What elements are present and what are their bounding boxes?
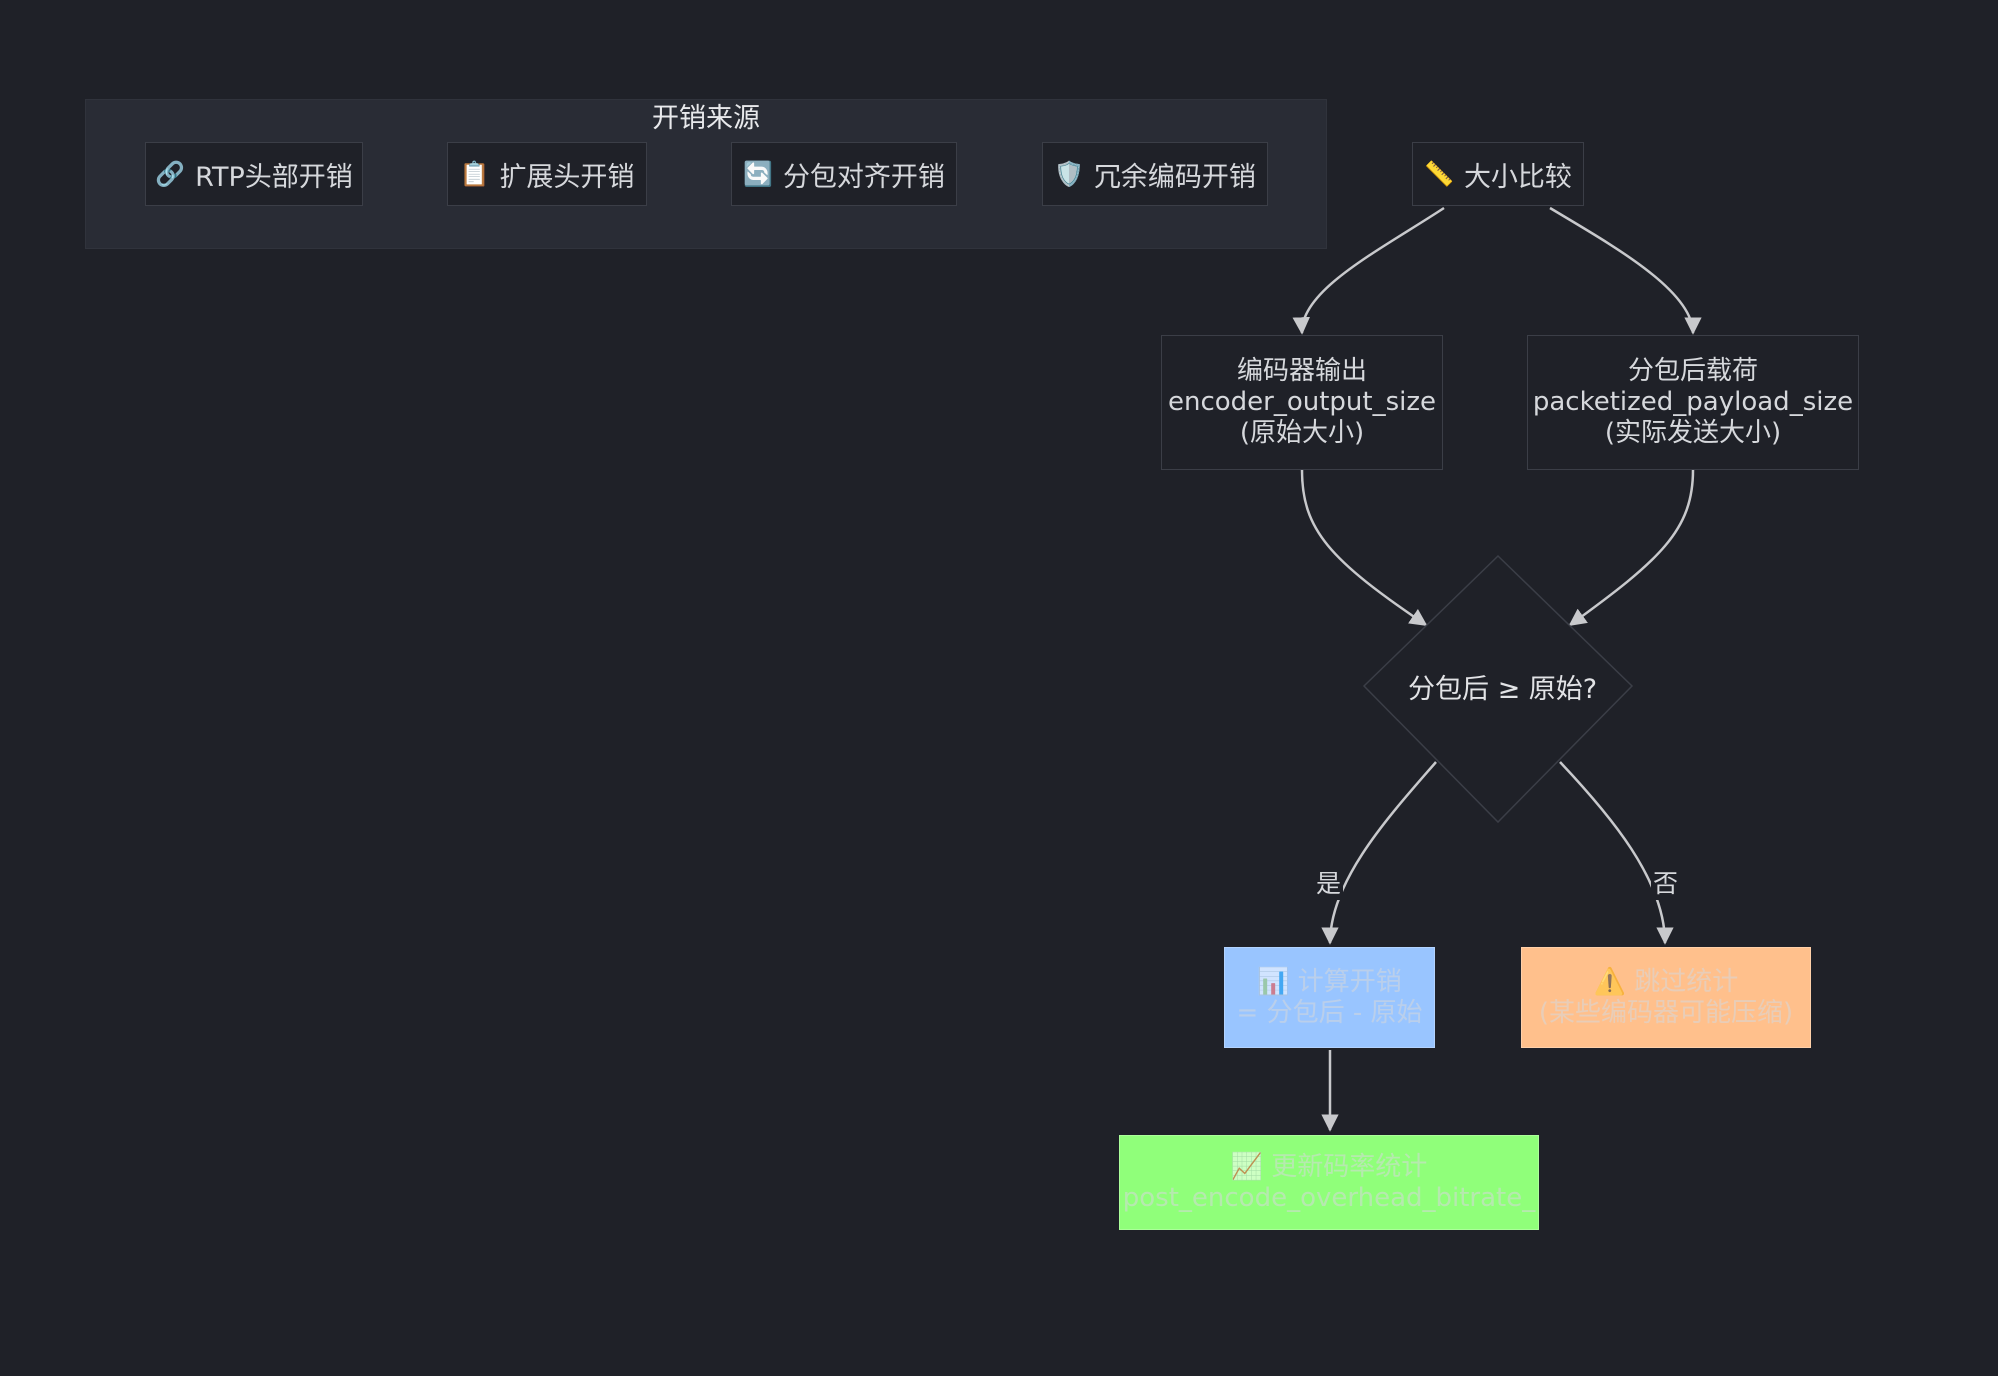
edge-compare-to-payload: [1549, 206, 1702, 335]
calculate-overhead-title: 📊 计算开销: [1257, 966, 1402, 997]
calculate-overhead-node: 📊 计算开销 = 分包后 - 原始: [1224, 947, 1435, 1048]
encoder-output-node: 编码器输出 encoder_output_size (原始大小): [1161, 335, 1443, 470]
extension-header-overhead-label: 扩展头开销: [499, 161, 635, 193]
redundancy-coding-overhead-node: 🛡️ 冗余编码开销: [1042, 142, 1268, 206]
skip-stats-title: ⚠️ 跳过统计: [1593, 966, 1739, 997]
packetized-payload-node: 分包后载荷 packetized_payload_size (实际发送大小): [1527, 335, 1859, 470]
packetized-payload-variable: packetized_payload_size: [1532, 387, 1854, 417]
packetized-payload-title: 分包后载荷: [1627, 356, 1758, 386]
link-icon: 🔗: [155, 160, 186, 188]
decision-diamond: [1362, 554, 1634, 824]
skip-stats-note: (某些编码器可能压缩): [1538, 997, 1794, 1028]
edge-decision-yes: [1321, 761, 1437, 945]
packetized-payload-note: (实际发送大小): [1604, 418, 1782, 448]
group-title: 开销来源: [652, 103, 760, 134]
edge-decision-no: [1559, 761, 1674, 945]
edge-payload-to-decision: [1568, 469, 1695, 627]
encoder-output-variable: encoder_output_size: [1167, 387, 1437, 417]
ruler-icon: 📏: [1424, 160, 1454, 188]
no-edge-label: 否: [1651, 864, 1681, 900]
calculate-overhead-formula: = 分包后 - 原始: [1236, 997, 1423, 1028]
refresh-icon: 🔄: [743, 160, 773, 188]
update-bitrate-stats-node: 📈 更新码率统计 post_encode_overhead_bitrate_: [1119, 1135, 1539, 1230]
yes-edge-label: 是: [1314, 864, 1344, 900]
packet-alignment-overhead-node: 🔄 分包对齐开销: [731, 142, 957, 206]
rtp-header-overhead-node: 🔗 RTP头部开销: [145, 142, 363, 206]
shield-icon: 🛡️: [1054, 160, 1084, 188]
extension-header-overhead-node: 📋 扩展头开销: [447, 142, 647, 206]
encoder-output-title: 编码器输出: [1236, 356, 1367, 386]
size-compare-label: 大小比较: [1463, 161, 1572, 193]
update-bitrate-stats-title: 📈 更新码率统计: [1230, 1151, 1428, 1182]
edge-compare-to-encoder: [1292, 206, 1445, 335]
decision-label: 分包后 ≥ 原始?: [1408, 674, 1598, 705]
encoder-output-note: (原始大小): [1239, 418, 1365, 448]
update-bitrate-stats-variable: post_encode_overhead_bitrate_: [1122, 1182, 1536, 1213]
size-compare-node: 📏 大小比较: [1412, 142, 1584, 206]
rtp-header-overhead-label: RTP头部开销: [195, 161, 353, 193]
skip-stats-node: ⚠️ 跳过统计 (某些编码器可能压缩): [1521, 947, 1811, 1048]
packet-alignment-overhead-label: 分包对齐开销: [782, 161, 945, 193]
clipboard-icon: 📋: [459, 160, 490, 188]
redundancy-coding-overhead-label: 冗余编码开销: [1093, 161, 1256, 193]
edge-encoder-to-decision: [1300, 469, 1428, 627]
